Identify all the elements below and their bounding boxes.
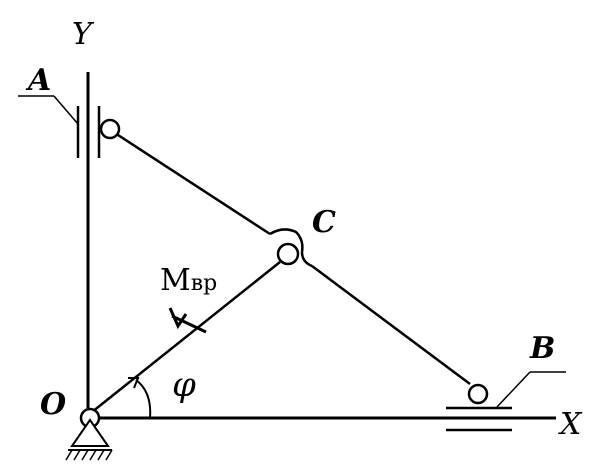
link-cb (311, 264, 471, 386)
slider-b-guide (446, 406, 512, 432)
slider-a-guide (76, 106, 101, 158)
moment-label-sub: вр (191, 271, 217, 296)
link-cb-arc (300, 251, 313, 268)
angle-label: φ (172, 365, 196, 405)
moment-label-main: M (160, 263, 191, 298)
link-oc (91, 261, 281, 413)
link-ac (117, 133, 271, 236)
angle-arc (135, 379, 152, 419)
x-axis-label: X (558, 407, 583, 442)
support-o (65, 418, 113, 461)
label-c: C (312, 205, 336, 240)
label-a-leader-2 (53, 95, 79, 125)
joint-c (276, 242, 300, 266)
label-o: O (40, 387, 66, 422)
label-b-leader-1 (495, 371, 531, 409)
label-b: B (529, 331, 555, 366)
angle-arrowhead (128, 377, 140, 389)
moment-arrow (168, 307, 207, 334)
joint-a (99, 118, 121, 140)
joint-b (467, 383, 489, 405)
moment-label: Mвр (160, 263, 217, 298)
y-axis-label: Y (72, 17, 95, 52)
link-ac-arc (269, 228, 304, 253)
label-a: A (25, 63, 51, 98)
